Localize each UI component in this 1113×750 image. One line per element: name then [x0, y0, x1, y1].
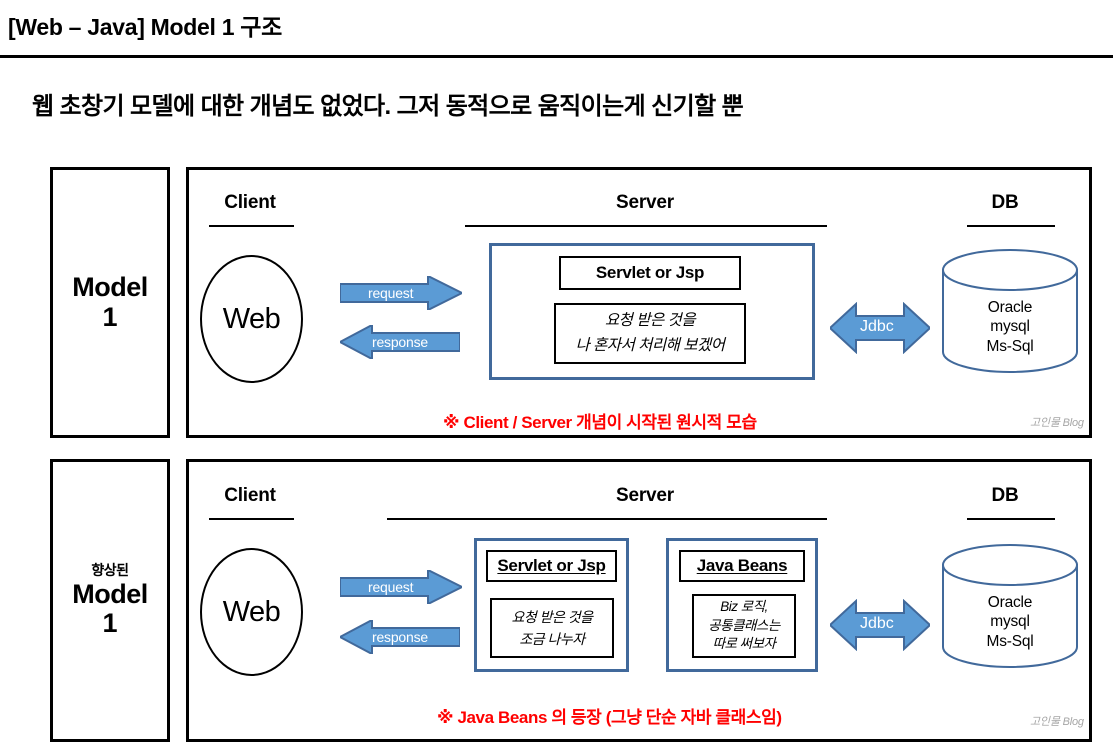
panel2-note: ※ Java Beans 의 등장 (그냥 단순 자바 클래스임) — [437, 708, 782, 727]
panel1-servlet-line-1: 요청 받은 것을 — [604, 312, 696, 330]
panel1-db-heading: DB — [991, 192, 1019, 213]
panel2-servlet-title-text: Servlet or Jsp — [497, 556, 606, 575]
panel2-servlet-title: Servlet or Jsp — [486, 550, 617, 582]
panel1-servlet-title-text: Servlet or Jsp — [595, 263, 705, 282]
panel2-db-line-2: mysql — [990, 613, 1030, 631]
panel2-side-label: 향상된 Model 1 — [50, 459, 170, 742]
panel1-db-line-3: Ms-Sql — [986, 337, 1034, 355]
panel2-diagram-frame — [186, 459, 1092, 742]
panel2-javabeans-line-2: 공통클래스는 — [708, 617, 780, 633]
panel1-response-label: response — [372, 334, 428, 350]
panel2-db-line-1: Oracle — [987, 594, 1033, 611]
panel2-db-rule — [967, 518, 1055, 520]
panel2-server-heading: Server — [616, 485, 674, 506]
panel2-client-rule — [209, 518, 294, 520]
panel2-label-number: 1 — [102, 608, 118, 639]
panel2-jdbc-label: Jdbc — [860, 615, 894, 632]
panel1-db-text: Oracle mysql Ms-Sql — [941, 298, 1079, 356]
panel2-servlet-container: Servlet or Jsp 요청 받은 것을 조금 나누자 — [474, 538, 629, 672]
panel2-web-label: Web — [222, 595, 281, 628]
panel1-client-rule — [209, 225, 294, 227]
panel1-server-heading: Server — [616, 192, 674, 213]
panel2-watermark: 고인물 Blog — [1030, 716, 1084, 728]
panel2-label-prefix: 향상된 — [91, 561, 129, 578]
panel2-label-model: Model — [72, 579, 148, 610]
panel1-side-label: Model 1 — [50, 167, 170, 438]
panel1-server-rule — [465, 225, 827, 227]
panel2-db-text: Oracle mysql Ms-Sql — [941, 593, 1079, 651]
panel1-db-line-2: mysql — [990, 318, 1030, 336]
panel2-javabeans-container: Java Beans Biz 로직, 공통클래스는 따로 써보자 — [666, 538, 818, 672]
panel2-request-arrow: request — [340, 570, 462, 604]
panel1-db-rule — [967, 225, 1055, 227]
panel1-label-number: 1 — [102, 301, 118, 332]
panel1-jdbc-label: Jdbc — [860, 318, 894, 335]
panel1-db-line-1: Oracle — [987, 299, 1033, 316]
panel1-response-arrow: response — [340, 325, 460, 359]
panel2-client-heading: Client — [224, 485, 276, 506]
panel2-servlet-body: 요청 받은 것을 조금 나누자 — [490, 598, 614, 658]
panel2-javabeans-body: Biz 로직, 공통클래스는 따로 써보자 — [692, 594, 796, 658]
header-divider — [0, 55, 1113, 58]
panel1-servlet-body: 요청 받은 것을 나 혼자서 처리해 보겠어 — [554, 303, 746, 364]
panel2-javabeans-title: Java Beans — [679, 550, 805, 582]
panel2-db-heading: DB — [991, 485, 1019, 506]
panel1-note: ※ Client / Server 개념이 시작된 원시적 모습 — [443, 413, 757, 432]
panel1-db-cylinder: Oracle mysql Ms-Sql — [941, 248, 1079, 374]
panel1-jdbc-arrow: Jdbc — [830, 302, 930, 354]
page-title: [Web – Java] Model 1 구조 — [8, 14, 283, 40]
panel2-servlet-line-2: 조금 나누자 — [519, 631, 585, 647]
panel1-servlet-title: Servlet or Jsp — [559, 256, 741, 290]
panel1-client-heading: Client — [224, 192, 276, 213]
panel2-request-label: request — [368, 579, 414, 595]
slide-subtitle: 웹 초창기 모델에 대한 개념도 없었다. 그저 동적으로 움직이는게 신기할 … — [32, 93, 744, 120]
panel2-db-line-3: Ms-Sql — [986, 632, 1034, 650]
panel1-server-container: Servlet or Jsp 요청 받은 것을 나 혼자서 처리해 보겠어 — [489, 243, 815, 380]
panel2-servlet-line-1: 요청 받은 것을 — [511, 608, 593, 625]
panel2-server-rule — [387, 518, 827, 520]
panel1-watermark: 고인물 Blog — [1030, 417, 1084, 429]
panel2-response-label: response — [372, 629, 428, 645]
panel1-servlet-line-2: 나 혼자서 처리해 보겠어 — [575, 336, 725, 354]
panel1-web-label: Web — [222, 302, 281, 335]
panel1-request-label: request — [368, 285, 414, 301]
panel2-javabeans-line-1: Biz 로직, — [720, 598, 768, 614]
panel1-label-model: Model — [72, 272, 148, 303]
panel2-javabeans-line-3: 따로 써보자 — [712, 636, 776, 652]
panel1-web-circle: Web — [200, 255, 303, 383]
panel2-javabeans-title-text: Java Beans — [696, 556, 788, 575]
panel1-diagram-frame — [186, 167, 1092, 438]
panel2-db-cylinder: Oracle mysql Ms-Sql — [941, 543, 1079, 669]
panel2-web-circle: Web — [200, 548, 303, 676]
panel2-response-arrow: response — [340, 620, 460, 654]
panel2-jdbc-arrow: Jdbc — [830, 599, 930, 651]
panel1-request-arrow: request — [340, 276, 462, 310]
